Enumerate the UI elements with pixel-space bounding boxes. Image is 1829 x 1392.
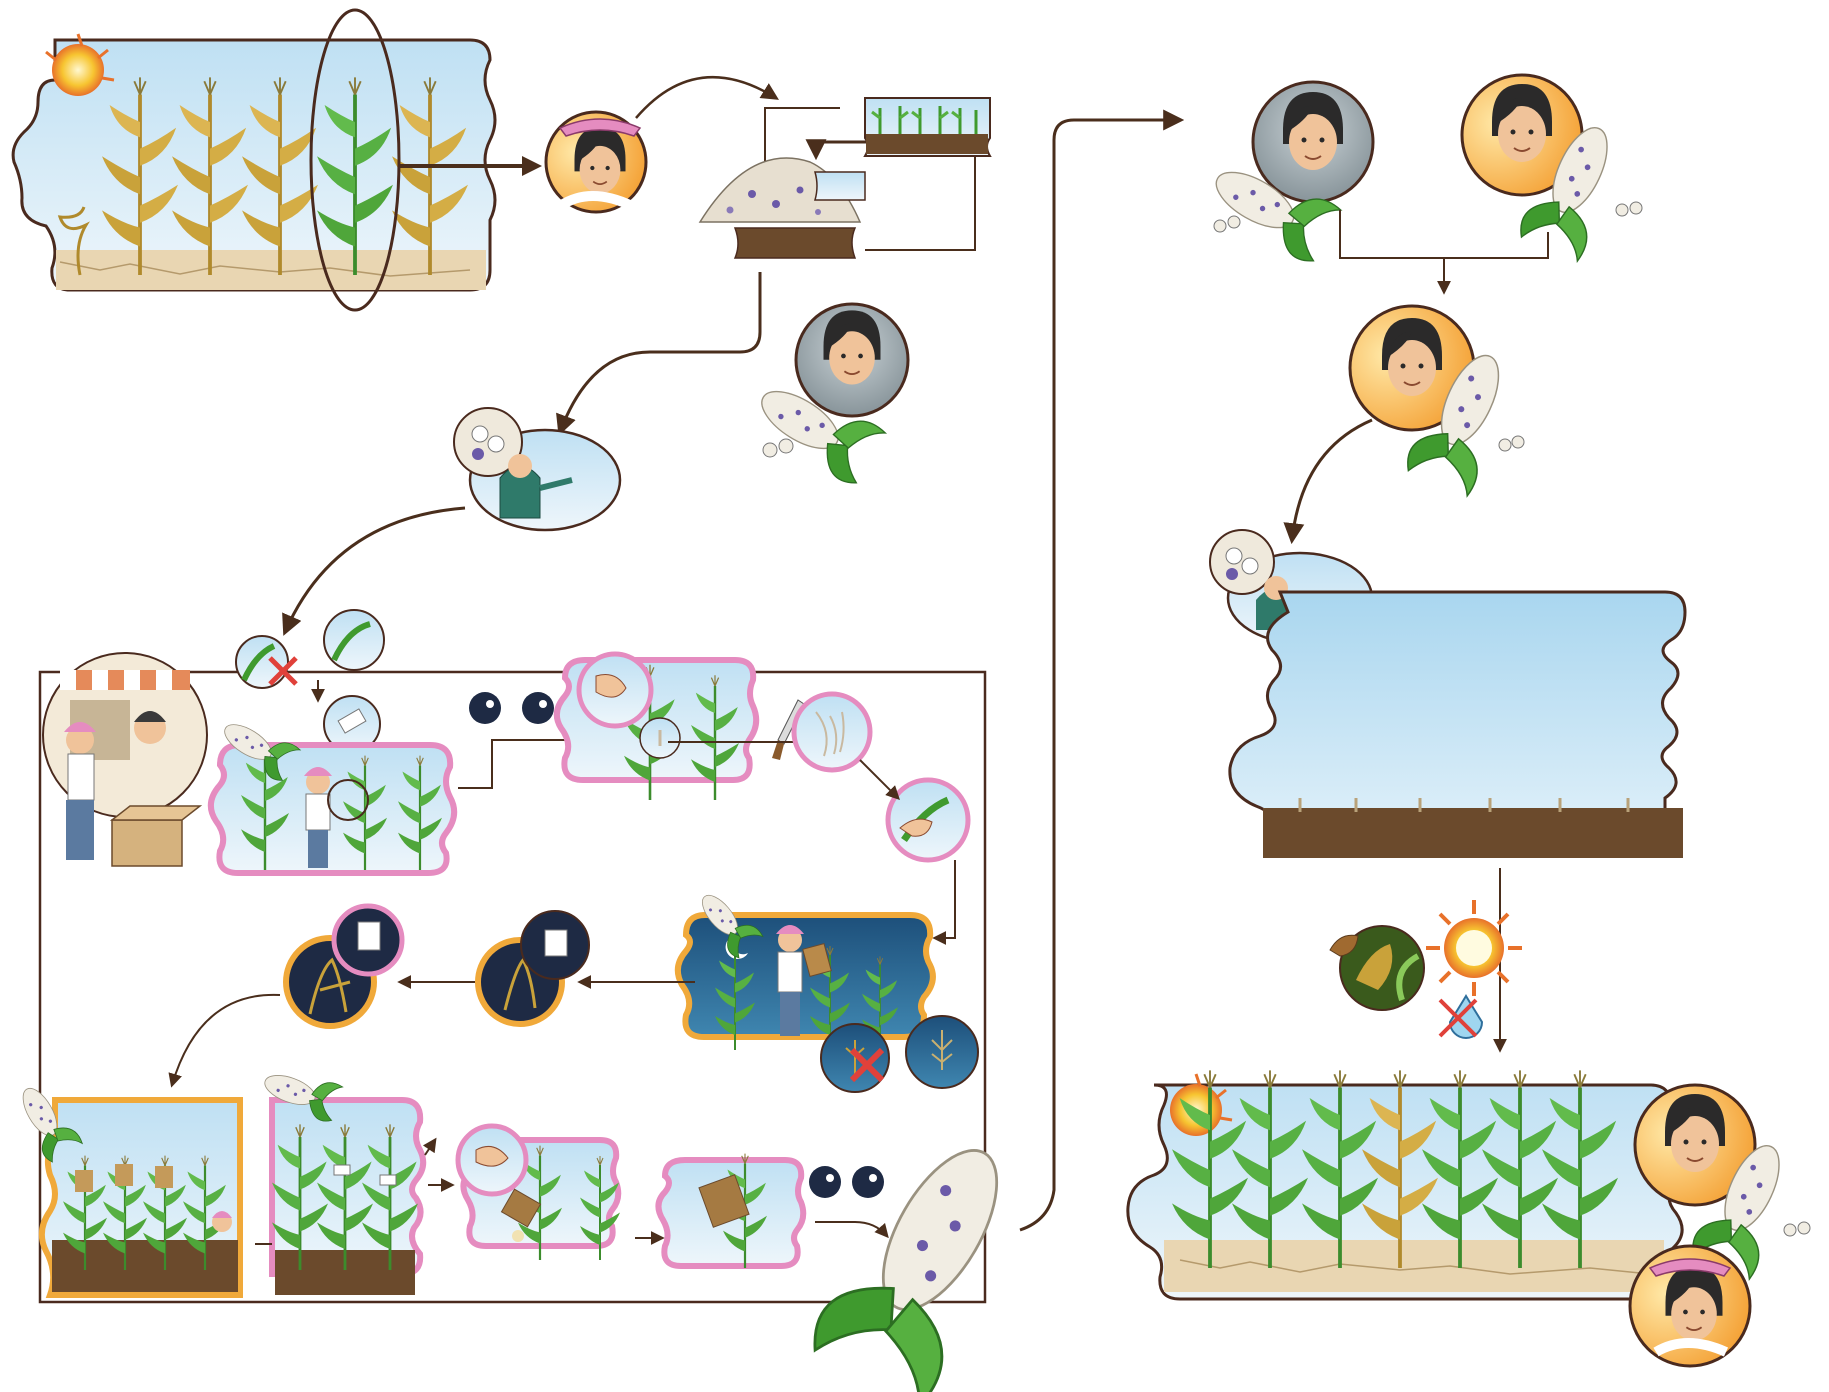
- pollen-shed-icons: [283, 903, 405, 1029]
- pest-and-sun-icons: [1329, 900, 1522, 1039]
- compare-cobs-portraits: [1202, 73, 1643, 267]
- bagged-ear-panel: [655, 1152, 807, 1270]
- sun-icon: [1426, 900, 1522, 996]
- cross-icon: [268, 656, 298, 686]
- selection-ellipse: [309, 8, 401, 312]
- chosen-cob-portrait: [1348, 304, 1527, 499]
- arrow: [1019, 109, 1185, 1232]
- breeding-cycle-frame: [38, 670, 987, 1304]
- labeled-field-panel: [258, 1060, 427, 1295]
- wilted-plant-icon: [57, 206, 90, 276]
- arrow: [635, 75, 779, 119]
- tassel-choice-icons: [820, 1015, 979, 1093]
- farmer-portrait-sunny: [544, 110, 648, 214]
- no-water-icon: [1438, 994, 1484, 1039]
- arrow: [1283, 418, 1373, 545]
- arrow: [932, 860, 956, 945]
- cut-and-pollinate-panel: [553, 651, 760, 802]
- drought-field-panel: [11, 8, 497, 312]
- arrow: [815, 1221, 889, 1239]
- arrow: [556, 272, 762, 436]
- bagging-tassel-panel: [207, 709, 458, 876]
- seedling-tray-icon: [863, 97, 992, 157]
- small-sky-icon: [814, 171, 866, 201]
- night-dots-icon: [469, 692, 554, 724]
- detassel-choice-icons: [235, 609, 385, 753]
- pollen-bag-icons: [475, 910, 590, 1027]
- night-check-panel: [674, 883, 936, 1051]
- arrow: [422, 1137, 437, 1156]
- sun-icon: [45, 33, 115, 96]
- arrow: [859, 759, 900, 800]
- pollinate-bagged-panel: [455, 1123, 622, 1262]
- bagged-field-panel: [10, 1077, 243, 1298]
- farmer-with-cob-portrait: [747, 302, 910, 489]
- new-sowing-panel: [1228, 590, 1687, 858]
- cross-icon: [849, 1047, 885, 1083]
- improved-field-panel: [1126, 1068, 1687, 1301]
- cross-icon: [1438, 998, 1478, 1038]
- silk-zoom-icon: [791, 691, 971, 863]
- arrow: [1339, 210, 1549, 259]
- farmer-sowing-panel: [453, 407, 622, 532]
- large-maize-cob-icon: [803, 1121, 1049, 1392]
- arrow: [168, 993, 281, 1088]
- arrow: [282, 506, 466, 636]
- night-dots-icon: [809, 1166, 884, 1198]
- happy-farmers-portraits: [1628, 1083, 1811, 1368]
- farmer-at-shop: [42, 652, 208, 867]
- seed-cycle: [698, 97, 992, 259]
- arrow: [458, 733, 583, 789]
